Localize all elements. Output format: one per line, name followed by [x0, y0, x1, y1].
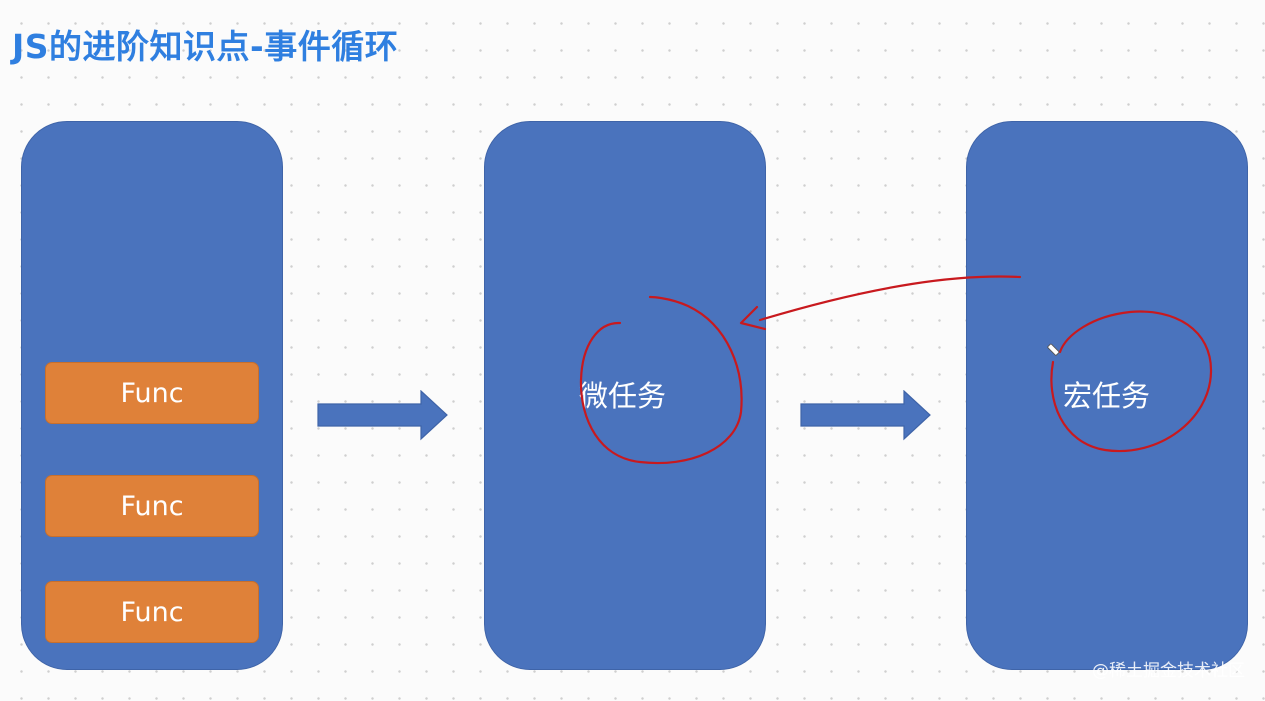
microtask-label: 微任务 — [579, 379, 667, 413]
right-arrow-icon — [317, 390, 448, 441]
slide-title: JS的进阶知识点-事件循环 — [12, 27, 399, 66]
macrotask-label: 宏任务 — [1063, 379, 1151, 413]
right-arrow-icon — [800, 390, 931, 441]
watermark: @稀土掘金技术社区 — [1092, 661, 1245, 681]
func-box: Func — [45, 362, 259, 424]
call-stack-panel: Func Func Func — [21, 121, 283, 670]
func-box: Func — [45, 475, 259, 537]
func-box: Func — [45, 581, 259, 643]
